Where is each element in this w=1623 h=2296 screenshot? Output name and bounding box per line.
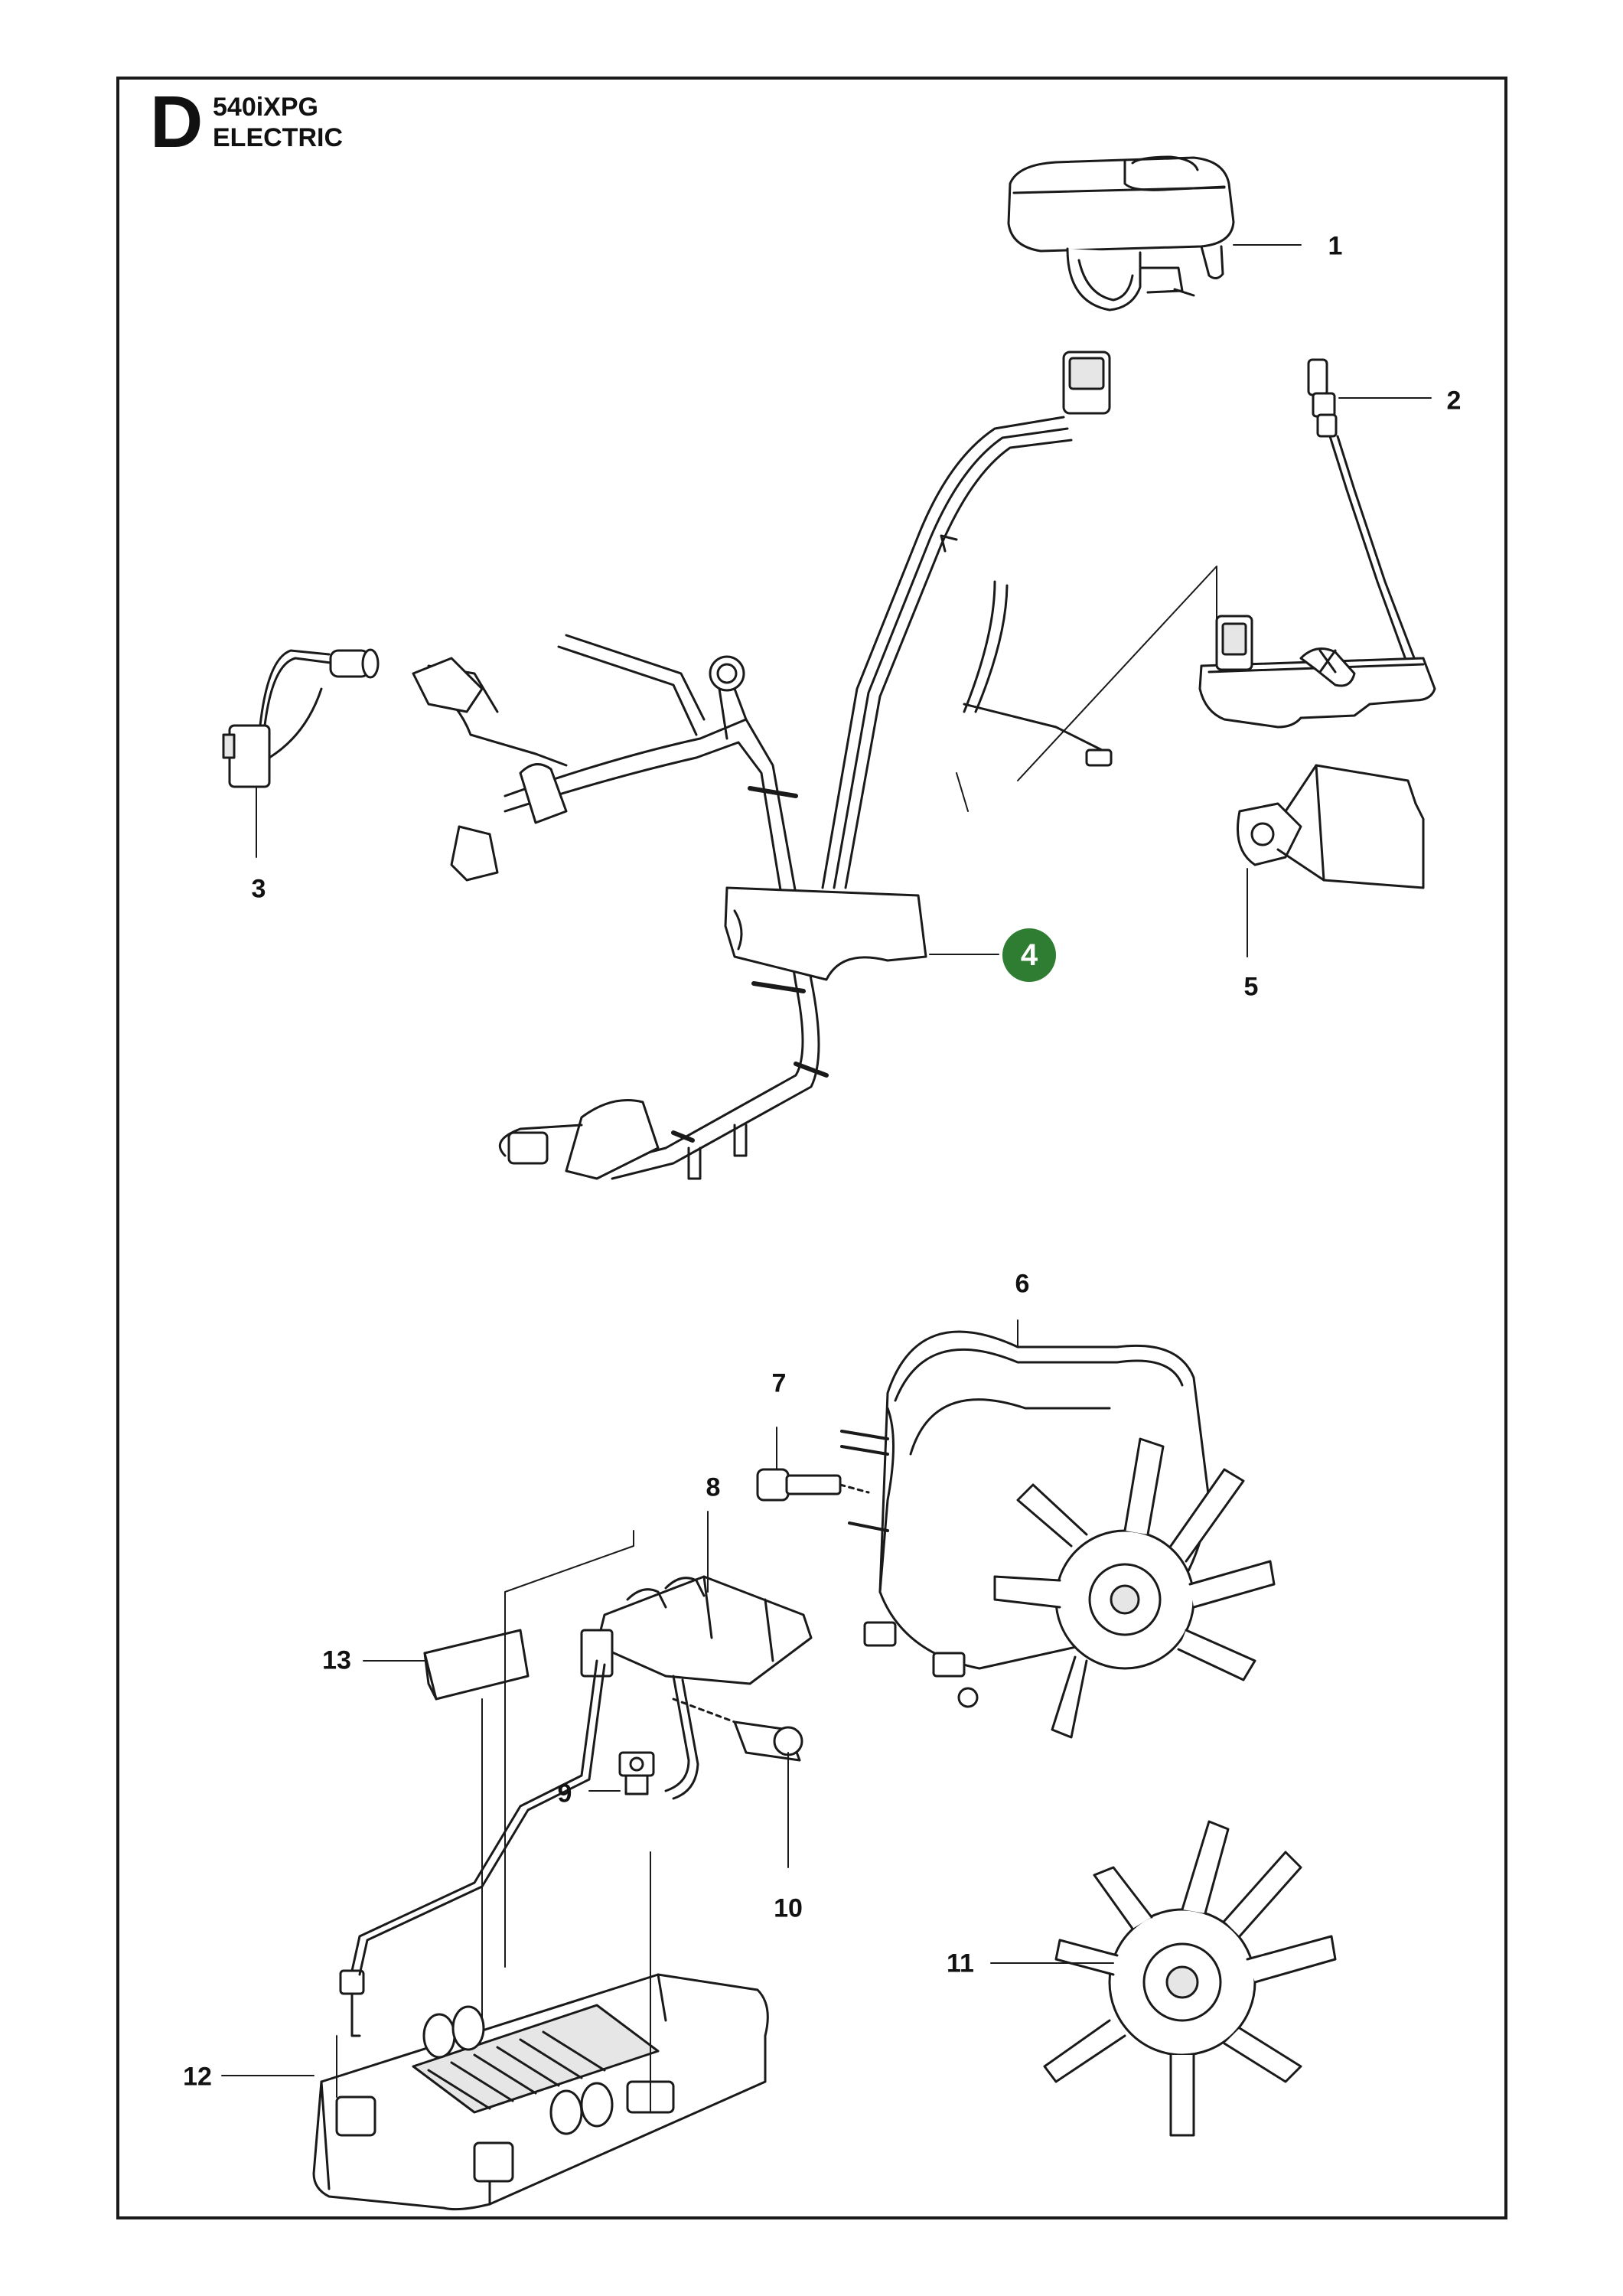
- callout-5: 5: [1243, 972, 1259, 1002]
- callout-2: 2: [1446, 386, 1462, 416]
- part-2-cable-connector: [1198, 358, 1436, 729]
- callout-1: 1: [1328, 231, 1343, 261]
- part-5-bracket: [1237, 764, 1425, 889]
- callout-8: 8: [706, 1473, 721, 1502]
- part-10-bolt: [672, 1698, 803, 1762]
- part-13-pad: [423, 1629, 530, 1701]
- part-12-control-module: [312, 1659, 769, 2211]
- callout-9: 9: [557, 1779, 572, 1808]
- section-subtitle: ELECTRIC: [213, 123, 343, 152]
- callout-4-highlight: 4: [1002, 928, 1056, 982]
- callout-6: 6: [1015, 1269, 1030, 1299]
- callout-10: 10: [774, 1893, 803, 1923]
- callout-12: 12: [183, 2062, 212, 2092]
- part-11-fan: [1043, 1820, 1337, 2137]
- part-8-terminal-block: [580, 1575, 813, 1685]
- part-3-switch: [222, 648, 380, 788]
- motor-fan: [993, 1437, 1276, 1739]
- callout-7: 7: [771, 1368, 787, 1398]
- part-9-screw: [618, 1751, 655, 1795]
- leader-lines: [221, 244, 1432, 2113]
- section-letter: D: [150, 81, 204, 163]
- part-1-cover: [1007, 155, 1235, 311]
- drawing-frame: [116, 77, 1507, 2219]
- callout-3: 3: [251, 874, 266, 904]
- part-4-wiring-harness: [412, 351, 1113, 1180]
- part-7-bolt: [756, 1468, 870, 1502]
- callout-11: 11: [947, 1949, 974, 1978]
- callout-13: 13: [322, 1645, 351, 1675]
- model-name: 540iXPG: [213, 93, 318, 122]
